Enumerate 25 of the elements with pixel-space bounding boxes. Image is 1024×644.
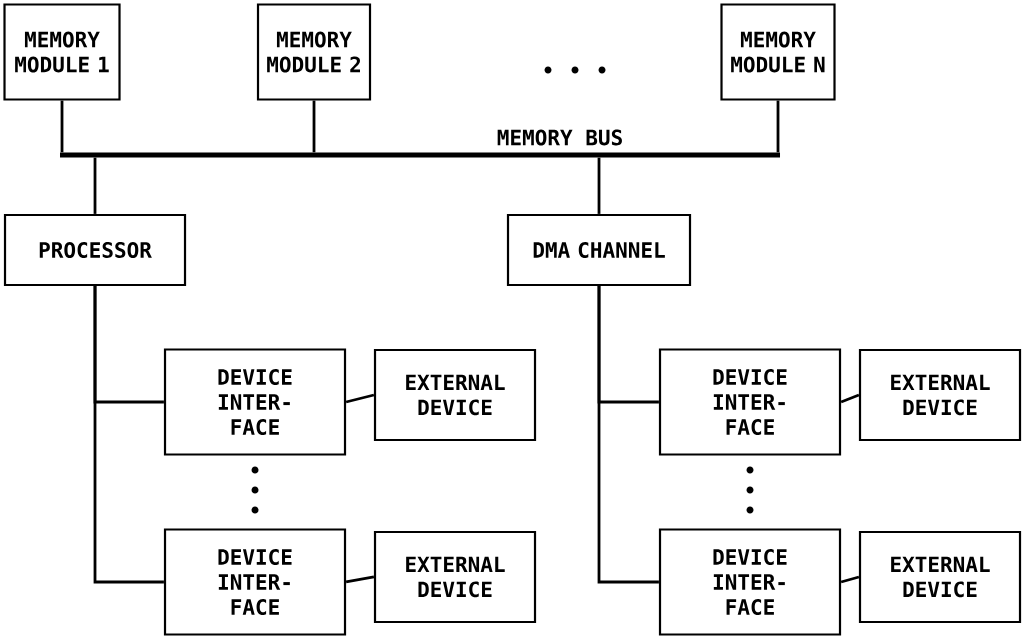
connector-line (312, 100, 316, 153)
block-box: MEMORY MODULE N (720, 3, 836, 101)
connector-line (345, 393, 375, 404)
block-box: EXTERNAL DEVICE (858, 348, 1022, 442)
connector-line (345, 575, 375, 584)
connector-line (60, 100, 64, 153)
connector-line (840, 575, 860, 584)
connector-line (93, 157, 97, 214)
block-box: DEVICE INTER- FACE (658, 528, 842, 636)
block-box: EXTERNAL DEVICE (373, 348, 537, 442)
block-box: MEMORY MODULE 1 (3, 3, 121, 101)
connector-line (840, 393, 860, 404)
block-box: DEVICE INTER- FACE (658, 348, 842, 456)
block-box: EXTERNAL DEVICE (858, 530, 1022, 624)
connector-line (776, 100, 780, 153)
connector-line (597, 157, 601, 214)
connector-line (597, 286, 659, 584)
block-box: MEMORY MODULE 2 (256, 3, 372, 101)
block-box: DEVICE INTER- FACE (163, 348, 347, 456)
bus-label: MEMORY BUS (497, 129, 622, 146)
block-box: DMA CHANNEL (506, 213, 692, 287)
block-box: PROCESSOR (3, 213, 187, 287)
connector-line (93, 286, 164, 584)
block-box: EXTERNAL DEVICE (373, 530, 537, 624)
block-box: DEVICE INTER- FACE (163, 528, 347, 636)
